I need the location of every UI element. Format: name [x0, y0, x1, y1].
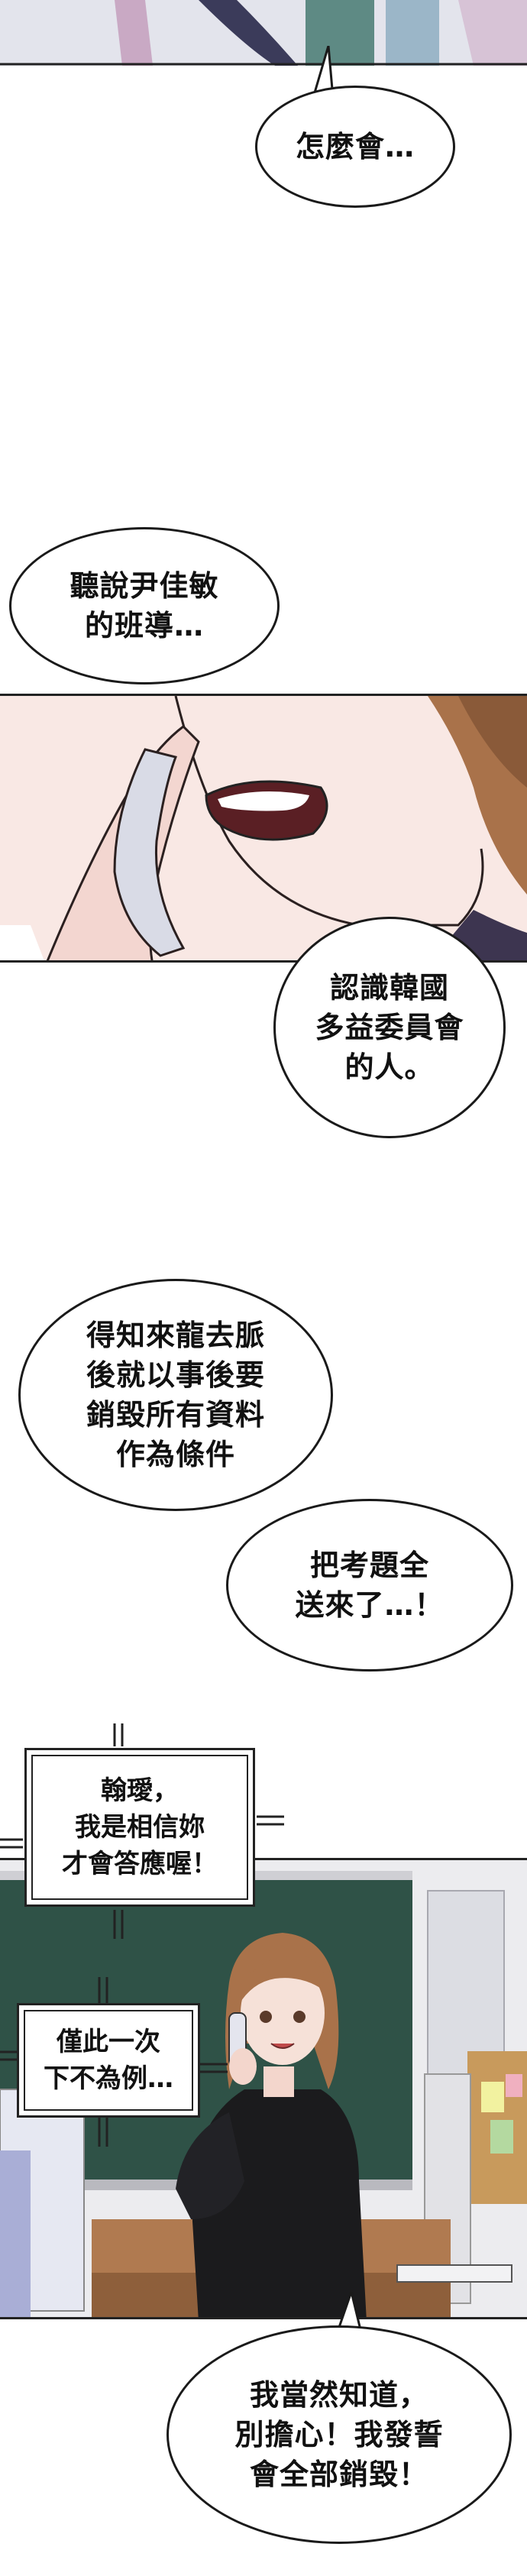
narration-box-2-text: 僅此一次 下不為例… [44, 2027, 173, 2094]
narration-box-2: 僅此一次 下不為例… [17, 2003, 200, 2118]
speech-bubble-2: 聽說尹佳敏 的班導… [9, 527, 280, 684]
speech-bubble-3: 認識韓國 多益委員會 的人。 [273, 917, 506, 1138]
speech-bubble-1: 怎麼會… [255, 86, 455, 208]
speech-bubble-4-text: 得知來龍去脈 後就以事後要 銷毀所有資料 作為條件 [86, 1319, 265, 1471]
narration-box-2-ornaments [0, 1977, 228, 2147]
speech-bubble-1-text: 怎麼會… [295, 130, 415, 163]
top-panel-art [0, 0, 527, 66]
speech-bubble-5: 把考題全 送來了…！ [226, 1499, 513, 1671]
speech-bubble-4: 得知來龍去脈 後就以事後要 銷毀所有資料 作為條件 [18, 1279, 333, 1511]
narration-box-1-ornaments [0, 1723, 284, 1939]
speech-bubble-6-text: 我當然知道， 別擔心！我發誓 會全部銷毀！ [234, 2378, 444, 2491]
phone-call-art [0, 696, 527, 960]
speech-bubble-3-text: 認識韓國 多益委員會 的人。 [315, 971, 464, 1084]
narration-box-1: 翰璦， 我是相信妳 才會答應喔！ [24, 1748, 255, 1907]
speech-bubble-2-text: 聽說尹佳敏 的班導… [70, 569, 219, 642]
speech-bubble-5-text: 把考題全 送來了…！ [295, 1549, 445, 1622]
narration-box-1-text: 翰璦， 我是相信妳 才會答應喔！ [62, 1775, 218, 1879]
top-panel [0, 0, 527, 66]
speech-bubble-6: 我當然知道， 別擔心！我發誓 會全部銷毀！ [167, 2325, 512, 2544]
phone-call-panel [0, 694, 527, 963]
